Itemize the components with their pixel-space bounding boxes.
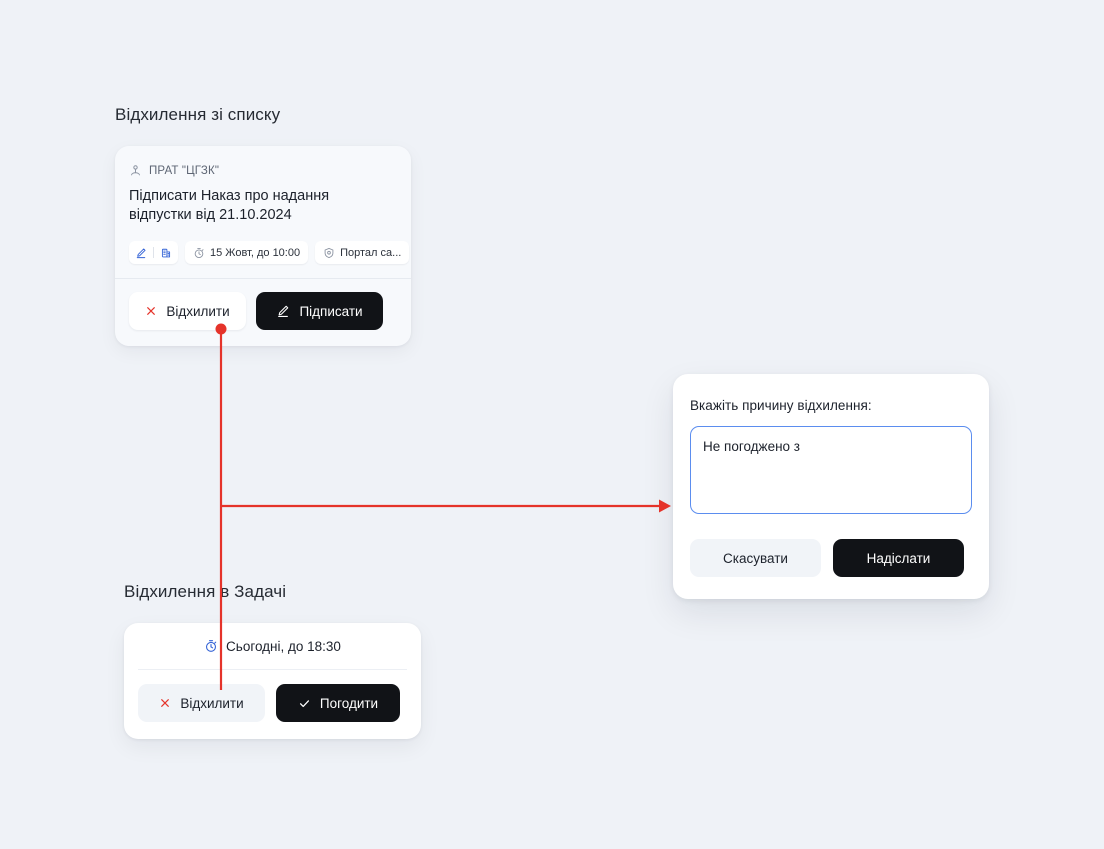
deadline-chip[interactable]: 15 Жовт, до 10:00 <box>185 241 309 265</box>
chip-divider <box>153 247 154 259</box>
sign-button[interactable]: Підписати <box>256 292 383 331</box>
shield-icon <box>323 247 335 259</box>
chip-row: 15 Жовт, до 10:00 Портал са... <box>129 241 410 265</box>
person-badge-icon <box>129 164 142 177</box>
reject-button-task[interactable]: Відхилити <box>138 684 265 722</box>
sign-button-label: Підписати <box>299 303 363 319</box>
deadline-label: 15 Жовт, до 10:00 <box>210 246 301 259</box>
timer-icon <box>204 639 218 653</box>
x-icon <box>145 305 157 317</box>
approve-button-label: Погодити <box>319 695 379 711</box>
task-card: Сьогодні, до 18:30 Відхилити Погодити <box>124 623 421 739</box>
timer-icon <box>193 247 205 259</box>
list-card-body: ПРАТ "ЦГЗК" Підписати Наказ про надання … <box>115 146 411 278</box>
task-card-divider <box>138 669 407 670</box>
organisation-name: ПРАТ "ЦГЗК" <box>149 164 220 177</box>
task-due-label: Сьогодні, до 18:30 <box>226 638 341 654</box>
reject-reason-modal: Вкажіть причину відхилення: Скасувати На… <box>673 374 989 599</box>
list-card-footer: Відхилити Підписати <box>115 279 411 346</box>
document-title: Підписати Наказ про надання відпустки ві… <box>129 188 330 224</box>
approve-button[interactable]: Погодити <box>276 684 400 722</box>
signature-chip[interactable] <box>129 241 178 265</box>
modal-prompt-label: Вкажіть причину відхилення: <box>690 398 872 413</box>
task-due-row: Сьогодні, до 18:30 <box>124 623 421 669</box>
organisation-row: ПРАТ "ЦГЗК" <box>129 164 397 177</box>
reject-button-list[interactable]: Відхилити <box>129 292 246 331</box>
cancel-button-label: Скасувати <box>723 550 788 566</box>
building-icon <box>160 247 172 259</box>
pen-icon <box>135 247 147 259</box>
section-title-list: Відхилення зі списку <box>115 105 281 124</box>
modal-actions: Скасувати Надіслати <box>690 539 972 577</box>
reject-button-list-label: Відхилити <box>166 303 230 319</box>
send-button-label: Надіслати <box>866 550 931 566</box>
document-list-card: ПРАТ "ЦГЗК" Підписати Наказ про надання … <box>115 146 411 347</box>
task-card-footer: Відхилити Погодити <box>124 670 421 739</box>
reject-reason-input[interactable] <box>690 426 972 514</box>
source-chip[interactable]: Портал са... <box>315 241 410 265</box>
cancel-button[interactable]: Скасувати <box>690 539 821 577</box>
send-button[interactable]: Надіслати <box>833 539 964 577</box>
source-label: Портал са... <box>340 246 402 259</box>
pen-icon <box>276 304 290 318</box>
section-title-task: Відхилення в Задачі <box>124 582 287 601</box>
reject-button-task-label: Відхилити <box>180 695 244 711</box>
x-icon <box>159 697 171 709</box>
card-divider <box>115 278 411 280</box>
check-icon <box>298 697 311 710</box>
